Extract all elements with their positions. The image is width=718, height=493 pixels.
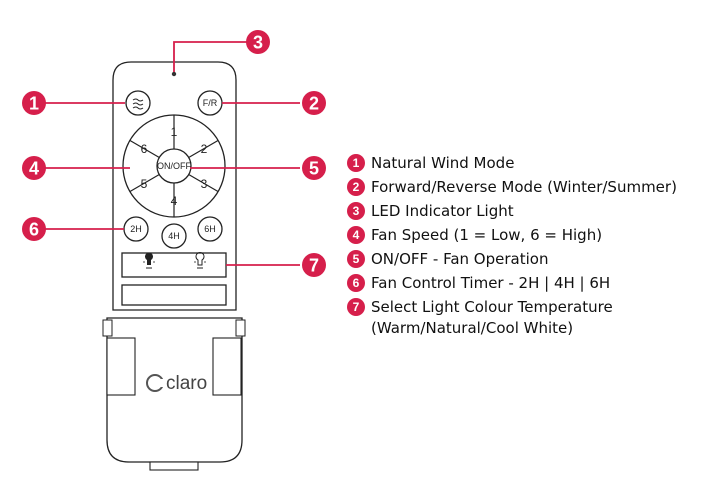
- legend-item-1: 1 Natural Wind Mode: [347, 153, 717, 174]
- svg-text:1: 1: [29, 94, 39, 114]
- svg-text:4H: 4H: [168, 231, 180, 241]
- claro-logo: claro: [146, 373, 207, 394]
- legend-number: 7: [347, 298, 365, 316]
- speed-button-5[interactable]: 5: [141, 177, 148, 191]
- legend-number: 5: [347, 250, 365, 268]
- light-colour-button[interactable]: [121, 252, 227, 278]
- legend-item-6: 6 Fan Control Timer - 2H | 4H | 6H: [347, 273, 717, 294]
- legend-number: 6: [347, 274, 365, 292]
- legend: 1 Natural Wind Mode 2 Forward/Reverse Mo…: [347, 153, 717, 342]
- legend-text: Natural Wind Mode: [371, 154, 515, 172]
- svg-text:2H: 2H: [130, 224, 142, 234]
- legend-text: LED Indicator Light: [371, 202, 514, 220]
- blank-button[interactable]: [121, 284, 227, 306]
- remote-body: [102, 61, 246, 471]
- callout-1: 1: [22, 91, 46, 115]
- svg-text:2: 2: [309, 94, 319, 114]
- timer-button-6h[interactable]: 6H: [197, 216, 223, 242]
- fr-label: F/R: [203, 98, 218, 108]
- svg-text:6: 6: [29, 220, 39, 240]
- svg-text:4: 4: [29, 159, 39, 179]
- callout-lines: [40, 41, 300, 266]
- legend-text-line-1: Select Light Colour Temperature: [371, 298, 613, 316]
- callout-6: 6: [22, 217, 46, 241]
- speed-button-2[interactable]: 2: [201, 142, 208, 156]
- legend-number: 1: [347, 154, 365, 172]
- legend-text: Forward/Reverse Mode (Winter/Summer): [371, 178, 677, 196]
- legend-item-7: 7 Select Light Colour Temperature (Warm/…: [347, 297, 717, 339]
- led-indicator: [171, 71, 177, 77]
- svg-text:7: 7: [309, 256, 319, 276]
- legend-text: Fan Control Timer - 2H | 4H | 6H: [371, 274, 611, 292]
- callout-5: 5: [302, 156, 326, 180]
- legend-number: 4: [347, 226, 365, 244]
- legend-item-3: 3 LED Indicator Light: [347, 201, 717, 222]
- timer-button-4h[interactable]: 4H: [161, 223, 187, 249]
- legend-text: Fan Speed (1 = Low, 6 = High): [371, 226, 603, 244]
- natural-wind-icon: [132, 98, 144, 110]
- legend-item-2: 2 Forward/Reverse Mode (Winter/Summer): [347, 177, 717, 198]
- speed-button-3[interactable]: 3: [201, 177, 208, 191]
- speed-button-4[interactable]: 4: [171, 194, 178, 208]
- legend-text: ON/OFF - Fan Operation: [371, 250, 549, 268]
- fr-button[interactable]: F/R: [197, 90, 223, 116]
- natural-wind-button[interactable]: [125, 90, 151, 116]
- legend-number: 3: [347, 202, 365, 220]
- legend-item-5: 5 ON/OFF - Fan Operation: [347, 249, 717, 270]
- callout-2: 2: [302, 91, 326, 115]
- power-button[interactable]: ON/OFF: [156, 148, 192, 184]
- legend-number: 2: [347, 178, 365, 196]
- speed-button-1[interactable]: 1: [171, 125, 178, 139]
- brand-name: claro: [166, 373, 207, 394]
- cool-light-icon: [194, 252, 206, 269]
- power-label: ON/OFF: [157, 161, 191, 171]
- callout-3: 3: [246, 30, 270, 54]
- legend-text: Select Light Colour Temperature (Warm/Na…: [371, 297, 613, 339]
- svg-text:5: 5: [309, 159, 319, 179]
- svg-text:3: 3: [253, 33, 263, 53]
- callout-7: 7: [302, 253, 326, 277]
- speed-button-6[interactable]: 6: [141, 142, 148, 156]
- svg-text:6H: 6H: [204, 224, 216, 234]
- warm-light-icon: [143, 252, 155, 269]
- timer-button-2h[interactable]: 2H: [123, 216, 149, 242]
- legend-text-line-2: (Warm/Natural/Cool White): [371, 319, 574, 337]
- callout-4: 4: [22, 156, 46, 180]
- legend-item-4: 4 Fan Speed (1 = Low, 6 = High): [347, 225, 717, 246]
